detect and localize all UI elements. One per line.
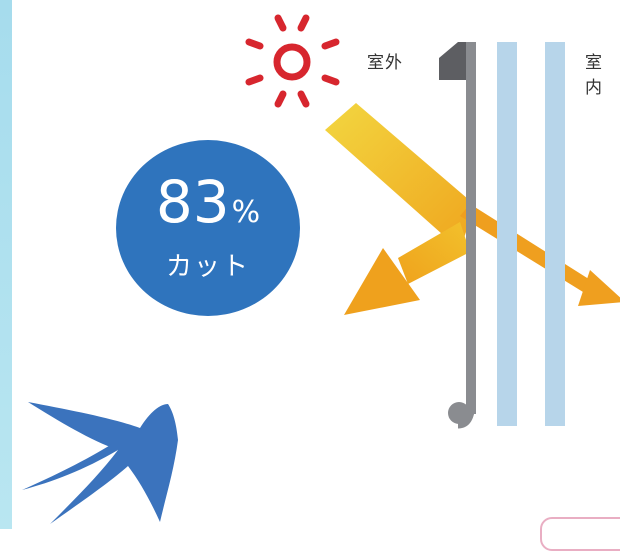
sun-icon — [245, 14, 340, 108]
inside-label: 室内 — [585, 53, 603, 98]
transmitted-light-arrow — [460, 204, 620, 306]
cut-rate-caption: カット — [165, 252, 250, 282]
pink-tab-edge — [540, 517, 620, 551]
window-frame — [439, 42, 476, 429]
outside-label: 室外 — [367, 53, 403, 73]
left-edge-strip — [0, 0, 12, 529]
swallow-icon — [22, 402, 178, 524]
cut-rate-unit: % — [231, 195, 261, 230]
diagram-canvas — [22, 14, 620, 524]
cut-rate-badge: 83% カット — [116, 140, 300, 316]
glass-pane-outer — [497, 42, 517, 426]
cut-rate-value: 83% — [116, 172, 300, 243]
reflected-light-arrow — [344, 222, 470, 315]
glass-pane-inner — [545, 42, 565, 426]
cut-rate-number: 83 — [155, 168, 230, 236]
incoming-sunlight-beam — [325, 103, 475, 250]
